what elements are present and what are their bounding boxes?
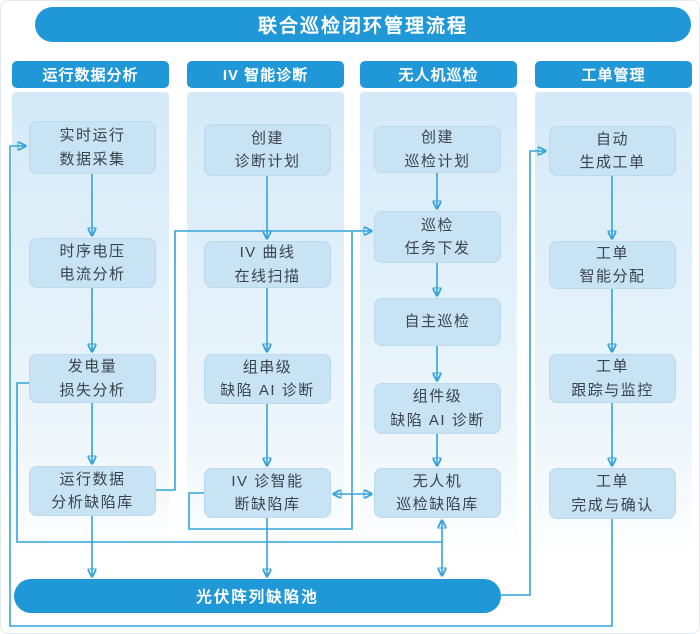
- node-work-order-tracking-monitoring: 工单 跟踪与监控: [549, 354, 676, 403]
- node-timeseries-voltage-current-analysis: 时序电压 电流分析: [29, 238, 156, 288]
- node-module-level-ai-diagnosis: 组件级 缺陷 AI 诊断: [374, 383, 501, 434]
- column-header-work-order: 工单管理: [535, 61, 692, 88]
- edge-completion-to-realtime-loop: [9, 146, 613, 627]
- page-title: 联合巡检闭环管理流程: [35, 7, 691, 42]
- node-create-inspection-plan: 创建 巡检计划: [374, 126, 501, 173]
- node-create-diagnosis-plan: 创建 诊断计划: [204, 124, 331, 176]
- node-iv-curve-online-scan: IV 曲线 在线扫描: [204, 241, 331, 288]
- node-pv-defect-pool: 光伏阵列缺陷池: [14, 579, 501, 613]
- column-header-data-analysis: 运行数据分析: [12, 61, 169, 88]
- column-header-drone-inspection: 无人机巡检: [360, 61, 517, 88]
- node-autonomous-inspection: 自主巡检: [374, 298, 501, 346]
- node-auto-generate-work-order: 自动 生成工单: [549, 126, 676, 176]
- node-work-order-smart-assignment: 工单 智能分配: [549, 241, 676, 289]
- node-string-level-ai-diagnosis: 组串级 缺陷 AI 诊断: [204, 354, 331, 404]
- edge-datadefectlib-to-dispatch: [156, 231, 372, 491]
- node-drone-inspection-defect-library: 无人机 巡检缺陷库: [374, 468, 501, 518]
- node-work-order-completion-confirmation: 工单 完成与确认: [549, 468, 676, 519]
- node-realtime-data-collection: 实时运行 数据采集: [29, 121, 156, 174]
- edge-ivdefectlib-to-dispatch: [188, 231, 353, 530]
- node-power-loss-analysis: 发电量 损失分析: [29, 354, 156, 403]
- node-operation-data-defect-library: 运行数据 分析缺陷库: [29, 466, 156, 516]
- edge-pool-to-autowo: [501, 151, 546, 596]
- node-inspection-task-dispatch: 巡检 任务下发: [374, 211, 501, 263]
- node-iv-diagnosis-defect-library: IV 诊智能 断缺陷库: [204, 468, 331, 518]
- edge-powerloss-to-dronedefectlib: [16, 382, 442, 543]
- column-header-iv-diagnosis: IV 智能诊断: [187, 61, 344, 88]
